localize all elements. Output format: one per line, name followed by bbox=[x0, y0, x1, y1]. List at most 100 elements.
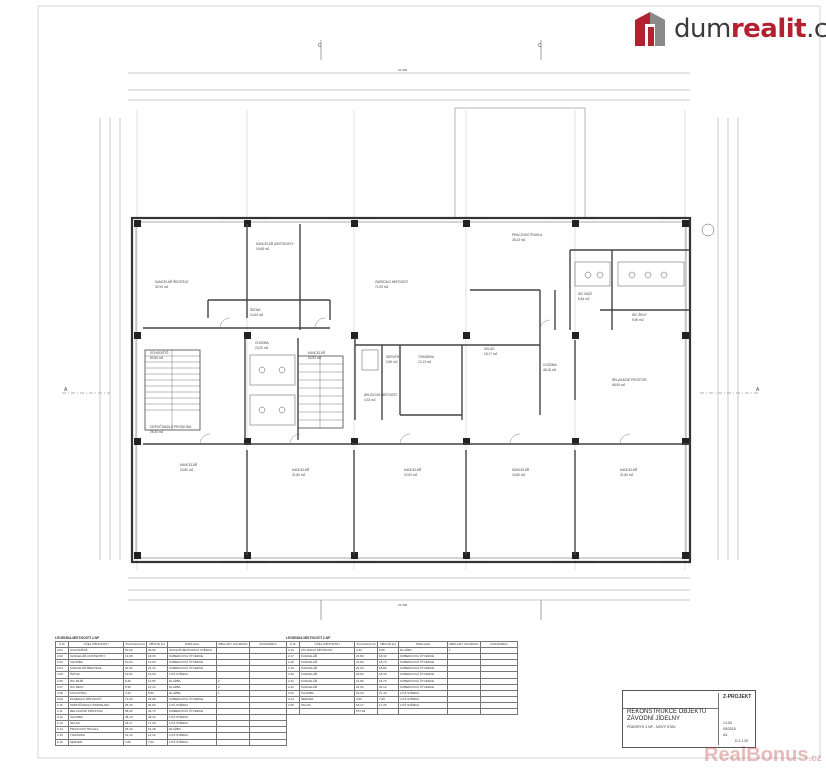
staircase bbox=[144, 349, 344, 431]
legend-cell: KOBERCOVÁ ČTVERCE bbox=[398, 677, 448, 685]
date-value: 05/2015 bbox=[723, 727, 736, 731]
legend-header: OBVOD [m] bbox=[377, 640, 399, 649]
brand-part1: dum bbox=[674, 14, 731, 44]
room-area: 25,40 m2 bbox=[150, 430, 164, 434]
overall-dimension-top: 31 500 bbox=[398, 68, 408, 72]
legend-total-row: 572,93 bbox=[286, 708, 518, 716]
room-area: 26,43 m2 bbox=[512, 238, 526, 242]
room-label: SKLAD bbox=[484, 347, 495, 351]
legend-header: OBVOD [m] bbox=[146, 640, 168, 649]
sanitary-fixtures bbox=[249, 223, 715, 426]
room-label: ŠATNA bbox=[250, 307, 261, 312]
legend-table: Č.M. ÚČEL MÍSTNOSTI PLOCHA [m2] OBVOD [m… bbox=[286, 640, 518, 716]
title-block: Z-PROJEKT REKONSTRUKCE OBJEKTU ZÁVODNÍ J… bbox=[622, 690, 756, 748]
dimension-lines-top bbox=[128, 72, 690, 101]
legend-header: PLOCHA [m2] bbox=[354, 640, 378, 649]
room-area: 19,68 m2 bbox=[256, 247, 270, 251]
room-label: KANCELÁŘ ŘEDITELE bbox=[155, 279, 189, 284]
legend-table: Č.M. ÚČEL MÍSTNOSTI PLOCHA [m2] OBVOD [m… bbox=[55, 640, 287, 746]
room-area: 18,17 m2 bbox=[484, 352, 498, 356]
room-area: 4,33 m2 bbox=[364, 398, 376, 402]
legend-cell: KOBERCOVÁ ČTVERCE bbox=[167, 653, 217, 661]
format-value: A3 bbox=[723, 733, 728, 737]
dimension-lines-left bbox=[99, 118, 121, 560]
section-label-a-right: A bbox=[756, 387, 760, 393]
company-name: Z-PROJEKT bbox=[723, 694, 752, 700]
legend-header: OBKLADY OCHRANY bbox=[447, 640, 481, 649]
legend-cell: KOBERCOVÁ ČTVERCE bbox=[398, 665, 448, 673]
room-label: ÚKLIDOVÁ MÍSTNOST bbox=[364, 392, 398, 397]
legend-cell bbox=[248, 738, 287, 746]
room-labels: KANCELÁŘ ASISTENTKY 19,68 m2 KANCELÁŘ ŘE… bbox=[150, 233, 648, 477]
room-label: WC MUŽI bbox=[578, 291, 592, 296]
room-label: ZASEDACÍ MÍSTNOST bbox=[375, 280, 408, 284]
room-label: CHODBA bbox=[543, 363, 558, 367]
overall-dimension-bottom: 31 500 bbox=[398, 603, 408, 607]
room-area: 20,80 m2 bbox=[512, 473, 526, 477]
legend-cell: KOBERCOVÁ ČTVERCE bbox=[167, 695, 217, 703]
room-area: 5,90 m2 bbox=[632, 318, 644, 322]
legend-cell: 2.16 bbox=[55, 738, 69, 746]
scale-value: 1:100 bbox=[723, 721, 732, 725]
section-label-a-left: A bbox=[64, 387, 68, 393]
section-mark-c-top: C C bbox=[318, 40, 542, 60]
legend-cell: KOBERCOVÁ ČTVERCE bbox=[167, 659, 217, 667]
room-area: 21,80 m2 bbox=[620, 473, 634, 477]
room-label: WC ŽENY bbox=[632, 312, 648, 317]
room-legend-left: LEGENDA MÍSTNOSTÍ 2.NP Č.M. ÚČEL MÍSTNOS… bbox=[55, 636, 287, 746]
legend-header: POZNÁMKA bbox=[479, 640, 518, 649]
legend-cell: 7,60 bbox=[146, 738, 168, 746]
section-label-c-top: C bbox=[318, 43, 322, 49]
room-label: SCHODIŠTĚ bbox=[150, 350, 169, 355]
room-area: 32,94 m2 bbox=[155, 285, 169, 289]
brand-wordmark: dumrealit.cz bbox=[674, 14, 826, 44]
room-label: KANCELÁŘ bbox=[620, 467, 638, 472]
room-label: ODPOČÍVADLO PRODEJNA bbox=[150, 424, 192, 429]
dimension-lines-right bbox=[717, 118, 739, 560]
legend-cell: ODOLNÁ BETONOVÁ STĚRKA bbox=[167, 647, 217, 655]
structural-columns bbox=[134, 220, 689, 559]
window-marks bbox=[160, 217, 660, 563]
upper-annex-outline bbox=[454, 107, 586, 219]
legend-header: PLOCHA [m2] bbox=[123, 640, 147, 649]
legend-header: OBKLADY OCHRANY bbox=[216, 640, 250, 649]
legend-header: PODLAHA bbox=[398, 640, 448, 649]
legend-cell: KOBERCOVÁ ČTVERCE bbox=[398, 671, 448, 679]
room-label: PRACOVNÍ TRUHLA bbox=[512, 233, 543, 237]
legend-header: POZNÁMKA bbox=[248, 640, 287, 649]
room-label: RELAXAČNÍ PROSTOR bbox=[612, 377, 647, 382]
room-label: KANCELÁŘ bbox=[180, 462, 198, 467]
room-area: 10,64 m2 bbox=[250, 313, 264, 317]
watermark-main: RealBonus bbox=[704, 744, 809, 766]
section-mark-c-bottom bbox=[320, 600, 542, 620]
legend-header: PODLAHA bbox=[167, 640, 217, 649]
room-area: 3,60 m2 bbox=[386, 360, 398, 364]
room-label: KANCELÁŘ bbox=[512, 467, 530, 472]
room-area: 24,52 m2 bbox=[308, 356, 322, 360]
watermark-suffix: .cz bbox=[808, 753, 822, 764]
legend-cell: KOBERCOVÁ ČTVERCE bbox=[167, 665, 217, 673]
door-swings bbox=[199, 317, 631, 445]
room-area: 22,00 m2 bbox=[404, 473, 418, 477]
room-legend-right: LEGENDA MÍSTNOSTÍ 2.NP Č.M. ÚČEL MÍSTNOS… bbox=[286, 636, 518, 716]
brand-logo[interactable]: dumrealit.cz bbox=[632, 10, 826, 48]
room-area: 68,06 m2 bbox=[612, 383, 626, 387]
room-area: 48,16 m2 bbox=[543, 368, 557, 372]
dimension-lines-bottom bbox=[128, 577, 690, 601]
legend-cell: SERVER bbox=[68, 738, 124, 746]
drawing-title: PŮDORYS 2.NP - NOVÝ STAV bbox=[627, 725, 676, 729]
room-label: KANCELÁŘ bbox=[404, 467, 422, 472]
room-label: KANCELÁŘ bbox=[308, 350, 326, 355]
legend-cell: LITÁ STĚRKA bbox=[167, 738, 217, 746]
